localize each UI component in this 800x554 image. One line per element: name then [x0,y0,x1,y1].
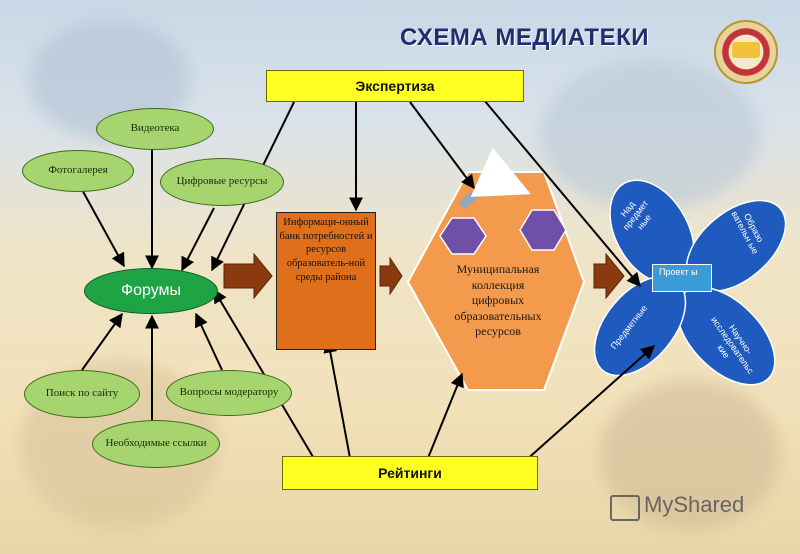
arrow-rating-hex [427,372,464,459]
watermark-icon [610,495,640,521]
arrow-photo-forum [79,185,125,268]
logo-seal [714,20,778,84]
arrow-moderator-forum [194,312,223,371]
watermark: MyShared [644,492,745,517]
node-photogallery: Фотогалерея [22,150,134,192]
arrow-expertise-hex [409,101,475,190]
arrow-digital-forum [181,207,215,272]
rating-bar: Рейтинги [282,456,538,490]
node-moderator-questions: Вопросы модератору [166,370,292,416]
node-digital-resources: Цифровые ресурсы [160,158,284,206]
info-bank-box: Информаци-онный банк потребностей и ресу… [276,212,376,350]
background-photo [600,380,780,530]
arrow-rating-flower [523,345,656,463]
arrow-expertise-flower [483,99,641,288]
block-arrow-1 [223,252,273,300]
node-forums: Форумы [84,268,218,314]
node-videoteka: Видеотека [96,108,214,150]
page-title: СХЕМА МЕДИАТЕКИ [400,24,649,51]
small-hexagon-right [519,209,567,251]
block-arrow-2 [379,256,403,296]
projects-center: Проект ы [652,264,712,292]
expertise-bar: Экспертиза [266,70,524,102]
municipal-collection-label: Муниципальная коллекция цифровых образов… [454,262,542,339]
node-site-search: Поиск по сайту [24,370,140,418]
node-useful-links: Необходимые ссылки [92,420,220,468]
small-hexagon-left [439,217,487,255]
arrow-search-forum [81,312,123,371]
block-arrow-3 [593,252,625,300]
curved-arrow [458,147,531,210]
arrow-rating-bank [323,338,351,459]
